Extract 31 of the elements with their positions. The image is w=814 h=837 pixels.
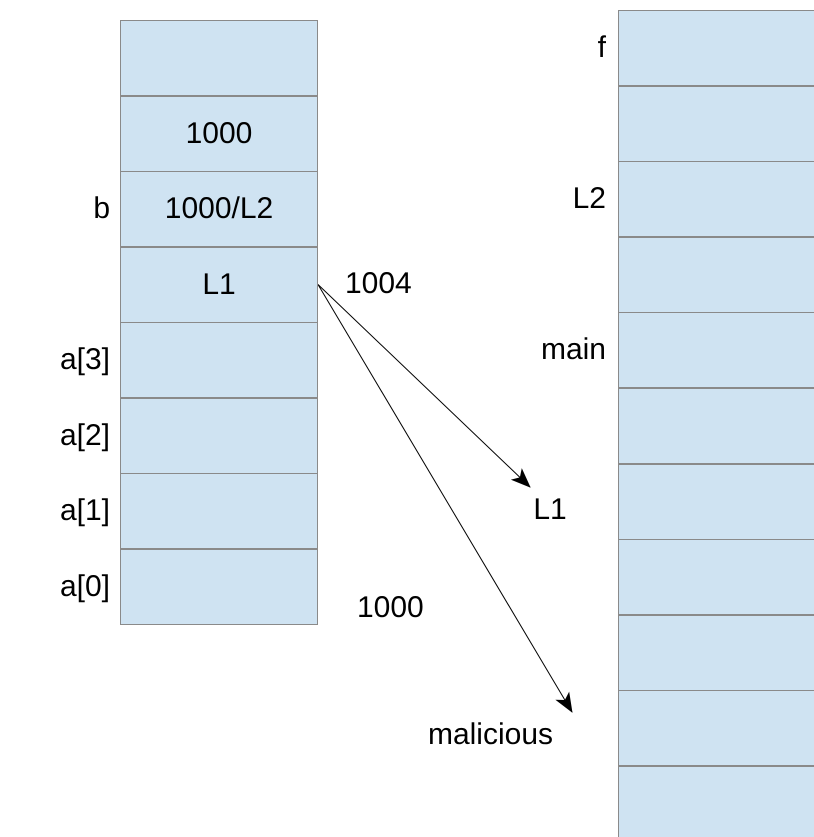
memory-cell (618, 464, 814, 540)
memory-cell: 1000/L2 (120, 171, 318, 247)
memory-cell (618, 766, 814, 837)
memory-cell (618, 86, 814, 162)
memory-cell (618, 236, 814, 313)
memory-cell (618, 690, 814, 766)
address-label: b (93, 191, 110, 227)
memory-cell (618, 10, 814, 86)
memory-cell (120, 398, 318, 474)
address-label: f (598, 30, 606, 66)
target-label: L1 (525, 490, 575, 530)
arrow (318, 284, 572, 713)
address-label: a[3] (60, 342, 110, 378)
memory-cell: L1 (120, 246, 318, 322)
memory-cell (120, 20, 318, 96)
memory-cell (120, 473, 318, 549)
address-label: L2 (572, 181, 606, 218)
memory-cell (120, 548, 318, 624)
memory-cell (618, 161, 814, 238)
address-label: a[0] (60, 568, 110, 604)
address-label: main (540, 332, 606, 368)
address-label: a[2] (60, 418, 110, 454)
arrow (318, 284, 531, 488)
memory-cell (618, 614, 814, 691)
memory-cell: 1000 (120, 96, 318, 172)
target-label: malicious (403, 715, 578, 755)
address-label: a[1] (60, 493, 110, 529)
memory-cell (618, 388, 814, 464)
memory-cell (618, 539, 814, 616)
memory-cell (120, 322, 318, 398)
memory-cell (618, 312, 814, 388)
